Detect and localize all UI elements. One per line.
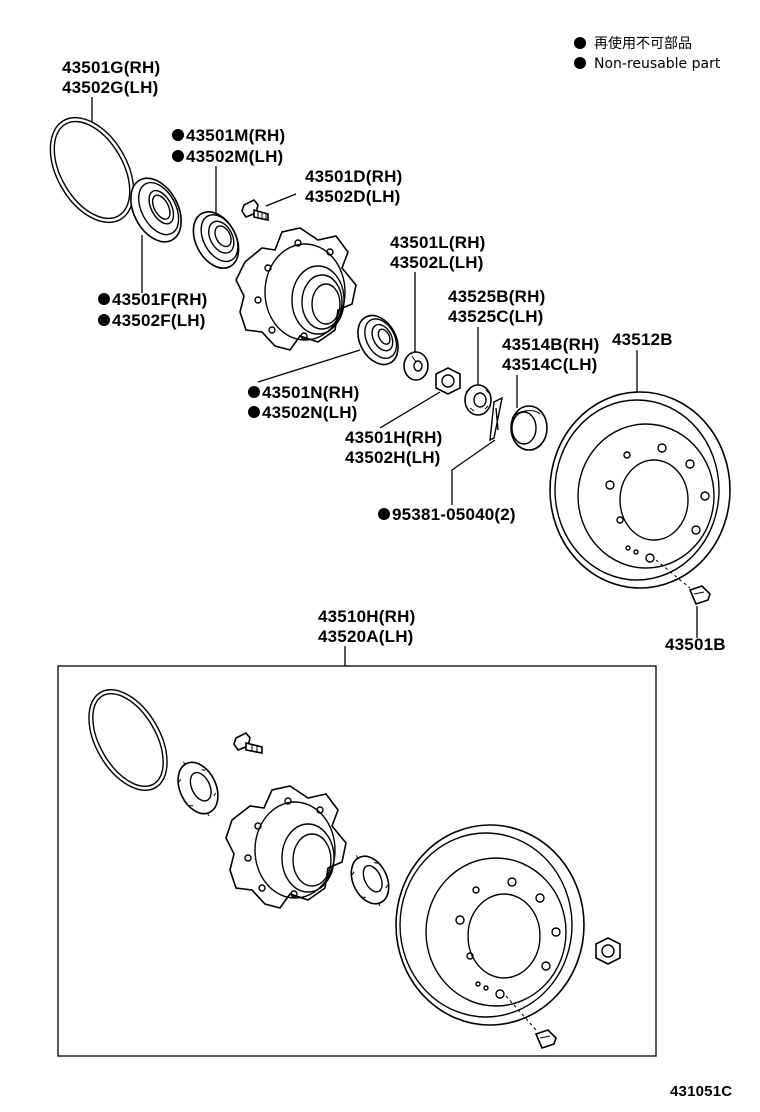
- drum-screw-assembly[interactable]: [534, 1029, 557, 1049]
- non-reusable-bullet-icon: [378, 508, 390, 520]
- label-43501L[interactable]: 43501L(RH): [390, 233, 486, 252]
- bearing-43501N[interactable]: [350, 309, 406, 372]
- hex-nut-43501H[interactable]: [435, 367, 461, 395]
- label-43501N[interactable]: 43501N(RH): [262, 383, 359, 402]
- hub-bolt-43501D[interactable]: [241, 198, 269, 221]
- snap-ring-assembly[interactable]: [73, 676, 183, 803]
- hex-nut-assembly[interactable]: [595, 937, 621, 965]
- non-reusable-bullet-icon: [98, 293, 110, 305]
- label-43501B[interactable]: 43501B: [665, 635, 726, 654]
- leader-lines: [91, 97, 698, 666]
- label-43514B[interactable]: 43514B(RH): [502, 335, 599, 354]
- lock-nut-43525B[interactable]: [464, 384, 492, 416]
- non-reusable-bullet-icon: [248, 406, 260, 418]
- label-43502G[interactable]: 43502G(LH): [62, 78, 158, 97]
- label-43502L[interactable]: 43502L(LH): [390, 253, 484, 272]
- label-43514C[interactable]: 43514C(LH): [502, 355, 598, 374]
- axle-hub-assembly[interactable]: [225, 785, 347, 909]
- label-43502N[interactable]: 43502N(LH): [262, 403, 358, 422]
- labels-top: 43501G(RH) 43502G(LH) 43501M(RH) 43502M(…: [62, 58, 726, 654]
- label-43501F[interactable]: 43501F(RH): [112, 290, 208, 309]
- drum-screw-43501B[interactable]: [688, 585, 711, 605]
- label-43520A[interactable]: 43520A(LH): [318, 627, 414, 646]
- label-43525B[interactable]: 43525B(RH): [448, 287, 545, 306]
- claw-washer-43501L[interactable]: [403, 351, 429, 381]
- non-reusable-bullet-icon: [574, 57, 586, 69]
- legend: 再使用不可部品 Non-reusable part: [574, 35, 721, 72]
- figure-id: 431051C: [670, 1083, 732, 1100]
- label-43501G[interactable]: 43501G(RH): [62, 58, 160, 77]
- label-43502D[interactable]: 43502D(LH): [305, 187, 401, 206]
- grease-cap-43514B[interactable]: [510, 405, 548, 451]
- non-reusable-bullet-icon: [98, 314, 110, 326]
- label-43510H[interactable]: 43510H(RH): [318, 607, 415, 626]
- non-reusable-bullet-icon: [574, 37, 586, 49]
- tapered-bearing-outer[interactable]: [343, 847, 397, 912]
- non-reusable-bullet-icon: [172, 150, 184, 162]
- label-43501H[interactable]: 43501H(RH): [345, 428, 442, 447]
- non-reusable-bullet-icon: [172, 129, 184, 141]
- snap-ring-43501G[interactable]: [33, 103, 151, 237]
- label-43502H[interactable]: 43502H(LH): [345, 448, 441, 467]
- oil-seal-43501F[interactable]: [121, 170, 192, 251]
- brake-drum-43512B[interactable]: [549, 391, 731, 589]
- assembly-box-43510H: [57, 665, 657, 1057]
- bearing-43501M[interactable]: [184, 204, 247, 276]
- hub-bolt-assembly[interactable]: [233, 731, 263, 754]
- label-43501D[interactable]: 43501D(RH): [305, 167, 402, 186]
- brake-drum-assembly[interactable]: [395, 824, 585, 1031]
- legend-jp: 再使用不可部品: [594, 35, 692, 52]
- label-43525C[interactable]: 43525C(LH): [448, 307, 544, 326]
- cotter-pin-95381[interactable]: [489, 396, 503, 442]
- assembly-parts: [73, 676, 621, 1049]
- legend-en: Non-reusable part: [594, 56, 721, 72]
- non-reusable-bullet-icon: [248, 386, 260, 398]
- label-43502M[interactable]: 43502M(LH): [186, 147, 283, 166]
- label-95381[interactable]: 95381-05040(2): [392, 505, 516, 524]
- axle-hub-top[interactable]: [235, 227, 357, 351]
- label-43501M[interactable]: 43501M(RH): [186, 126, 285, 145]
- label-43512B[interactable]: 43512B: [612, 330, 673, 349]
- label-43502F[interactable]: 43502F(LH): [112, 311, 206, 330]
- tapered-bearing-inner[interactable]: [169, 753, 227, 823]
